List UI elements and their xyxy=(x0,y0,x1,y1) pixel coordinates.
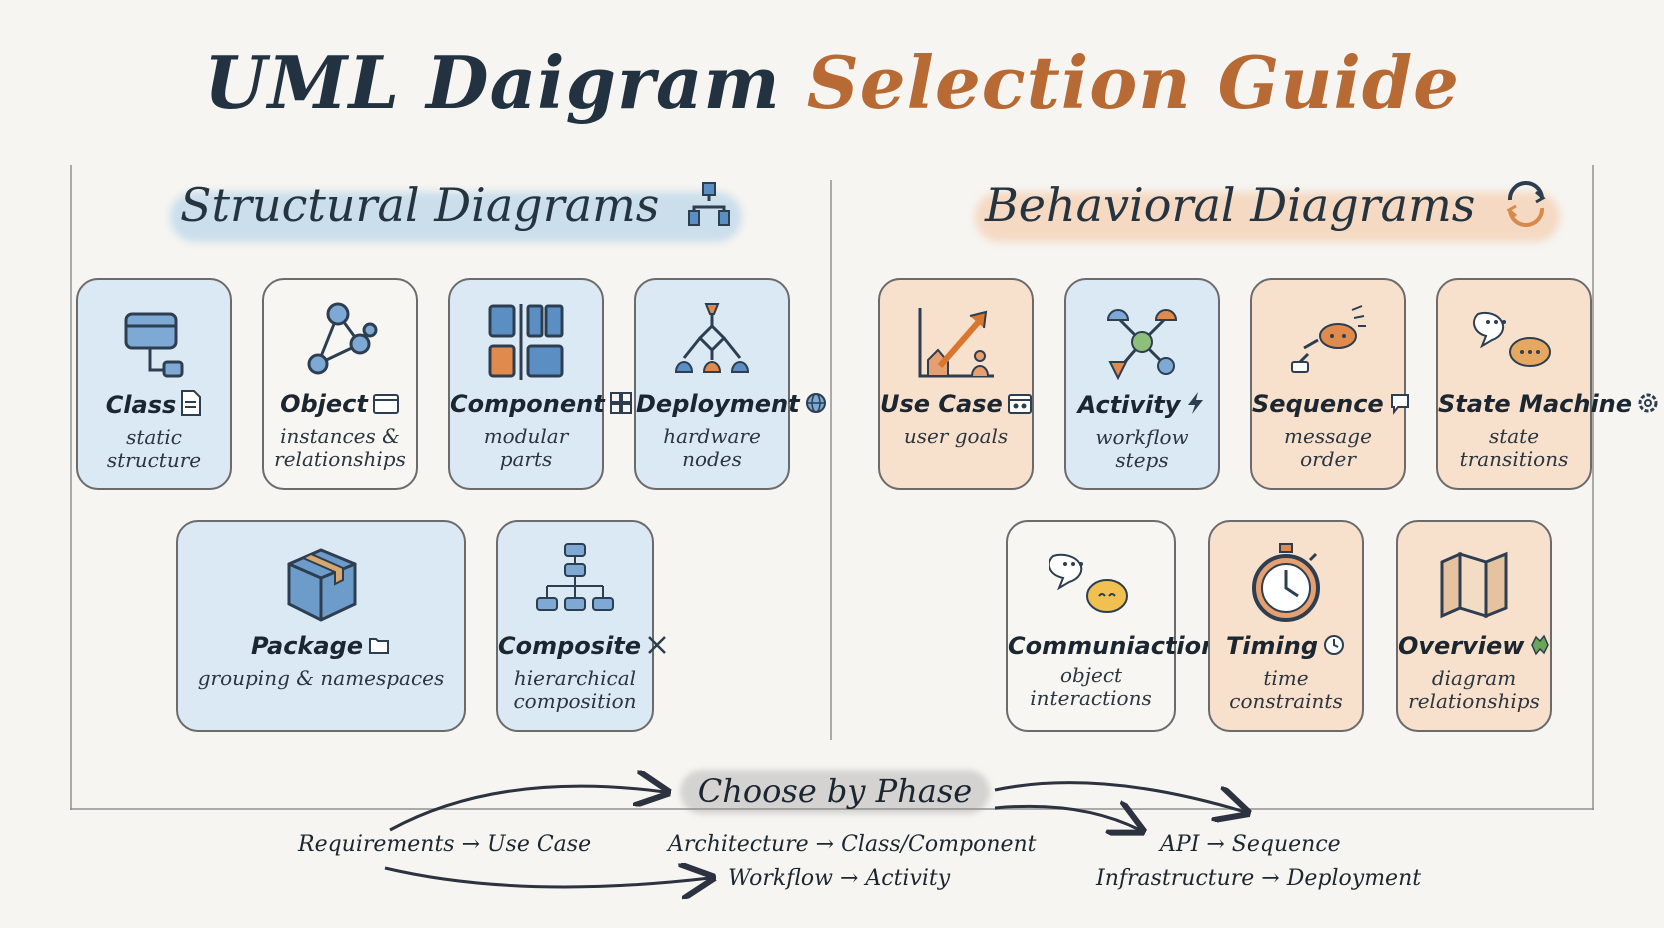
object-network-icon xyxy=(264,300,416,384)
card-component[interactable]: Component modular parts xyxy=(448,278,632,490)
card-deployment-desc: hardware nodes xyxy=(663,424,761,471)
clock-icon xyxy=(1322,633,1346,663)
card-class-name: Class xyxy=(105,391,177,419)
card-state-machine[interactable]: State Machine state transitions xyxy=(1436,278,1658,490)
card-state-machine-desc: state transitions xyxy=(1459,424,1569,471)
card-activity-name: Activity xyxy=(1077,391,1181,419)
leaf-icon xyxy=(1528,633,1552,663)
card-component-name: Component xyxy=(450,390,605,418)
card-composite-desc: hierarchical composition xyxy=(513,666,637,713)
phase-item-requirements: Requirements → Use Case xyxy=(298,832,592,857)
card-composite[interactable]: Composite hierarchical composition xyxy=(496,520,666,732)
card-use-case[interactable]: Use Case user goals xyxy=(878,278,1034,490)
card-activity[interactable]: Activity workflow steps xyxy=(1064,278,1220,490)
calendar-icon xyxy=(1007,391,1033,421)
refresh-cycle-icon xyxy=(1502,180,1550,239)
card-use-case-desc: user goals xyxy=(903,424,1009,448)
phase-item-architecture: Architecture → Class/Component xyxy=(668,832,1037,857)
behavioral-section-title: Behavioral Diagrams xyxy=(975,178,1560,242)
card-communication-desc: object interactions xyxy=(1030,663,1152,710)
card-timing-name: Timing xyxy=(1225,632,1319,660)
stopwatch-icon xyxy=(1210,542,1362,626)
frame-right-line xyxy=(1592,165,1594,810)
card-timing[interactable]: Timing time constraints xyxy=(1208,520,1364,732)
card-component-desc: modular parts xyxy=(483,424,569,471)
structural-section-title: Structural Diagrams xyxy=(170,178,742,242)
card-sequence-name: Sequence xyxy=(1252,390,1384,418)
card-package-desc: grouping & namespaces xyxy=(197,666,445,690)
sequence-messages-icon xyxy=(1252,300,1404,384)
overview-book-icon xyxy=(1398,542,1550,626)
card-overview-name: Overview xyxy=(1398,632,1525,660)
class-icon xyxy=(78,300,230,384)
tools-icon xyxy=(645,633,669,663)
card-overview[interactable]: Overview diagram relationships xyxy=(1396,520,1552,732)
card-class[interactable]: Class static structure xyxy=(76,278,232,490)
message-bubble-icon xyxy=(1388,391,1412,421)
phase-item-api: API → Sequence xyxy=(1160,832,1341,857)
card-use-case-name: Use Case xyxy=(880,390,1003,418)
card-package[interactable]: Package grouping & namespaces xyxy=(176,520,466,732)
state-chat-icon xyxy=(1438,300,1590,384)
card-sequence[interactable]: Sequence message order xyxy=(1250,278,1409,490)
phase-item-infrastructure: Infrastructure → Deployment xyxy=(1096,866,1422,891)
hierarchy-tree-icon xyxy=(498,542,652,626)
card-package-name: Package xyxy=(250,632,364,660)
gear-icon xyxy=(1636,391,1660,421)
card-activity-desc: workflow steps xyxy=(1095,425,1189,472)
card-communication[interactable]: Communiaction object interactions xyxy=(1006,520,1218,732)
card-timing-desc: time constraints xyxy=(1229,666,1343,713)
card-composite-name: Composite xyxy=(498,632,642,660)
use-case-chart-icon xyxy=(880,300,1032,384)
card-overview-desc: diagram relationships xyxy=(1408,666,1540,713)
page-title: UML Daigram Selection Guide xyxy=(0,40,1664,125)
frame-left-line xyxy=(70,165,72,810)
card-object-desc: instances & relationships xyxy=(274,424,406,471)
window-icon xyxy=(372,393,400,421)
card-sequence-desc: message order xyxy=(1284,424,1372,471)
lightning-icon xyxy=(1184,390,1206,422)
card-object[interactable]: Object instances & relationships xyxy=(262,278,418,490)
component-grid-icon xyxy=(450,300,602,384)
card-communication-name: Communiaction xyxy=(1008,632,1219,660)
folder-icon xyxy=(367,633,391,663)
package-box-icon xyxy=(178,542,464,626)
card-object-name: Object xyxy=(280,390,368,418)
document-icon xyxy=(180,390,202,422)
globe-icon xyxy=(804,391,828,421)
card-class-desc: static structure xyxy=(106,425,202,472)
card-state-machine-name: State Machine xyxy=(1438,390,1633,418)
frame-bottom-line xyxy=(70,808,1594,810)
activity-flow-icon xyxy=(1066,300,1218,384)
phase-item-workflow: Workflow → Activity xyxy=(728,866,951,891)
title-part-1: UML Daigram xyxy=(203,40,781,125)
communication-chat-icon xyxy=(1008,542,1174,626)
deployment-nodes-icon xyxy=(636,300,788,384)
card-deployment[interactable]: Deployment hardware nodes xyxy=(634,278,826,490)
frame-center-divider xyxy=(830,180,832,740)
title-part-2: Selection Guide xyxy=(806,40,1460,125)
puzzle-icon xyxy=(609,391,633,421)
phase-title: Choose by Phase xyxy=(680,766,990,816)
structure-icon xyxy=(686,181,732,238)
card-deployment-name: Deployment xyxy=(636,390,800,418)
